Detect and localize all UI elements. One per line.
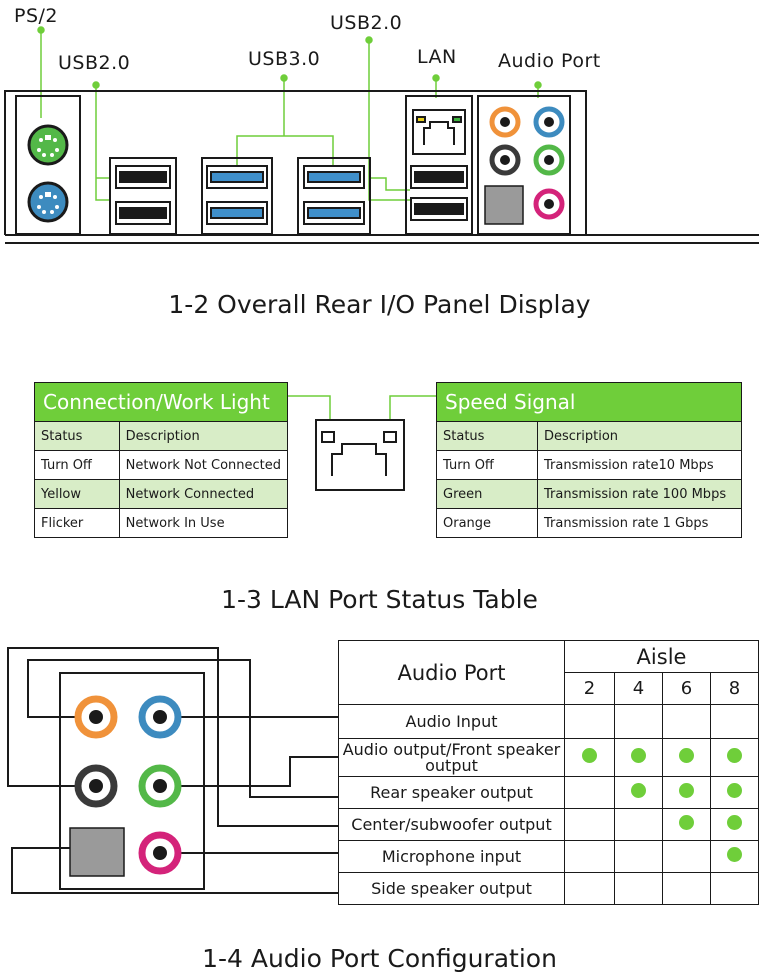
connection-header-status: Status: [34, 421, 120, 451]
speed-row-status: Orange: [436, 508, 538, 538]
speed-row-description: Transmission rate 100 Mbps: [537, 479, 742, 509]
connection-row-description: Network Not Connected: [118, 450, 289, 480]
audio-function-label: Center/subwoofer output: [338, 808, 565, 841]
channel-cell: [614, 776, 663, 809]
support-dot-icon: [631, 783, 646, 798]
connection-row-status: Turn Off: [34, 450, 120, 480]
speed-header-description: Description: [537, 421, 742, 451]
channel-cell: [710, 776, 759, 809]
speed-signal-table: Speed Signal Status Description Turn Off…: [436, 382, 742, 538]
channel-cell: [710, 704, 759, 739]
caption-1-4: 1-4 Audio Port Configuration: [202, 944, 557, 973]
speed-header-status: Status: [436, 421, 538, 451]
channel-cell: [564, 738, 615, 777]
ps2-keyboard-port: [27, 124, 69, 166]
channel-cell: [564, 776, 615, 809]
speed-row-description: Transmission rate 1 Gbps: [537, 508, 742, 538]
audio-function-label: Rear speaker output: [338, 776, 565, 809]
support-dot-icon: [679, 783, 694, 798]
support-dot-icon: [631, 748, 646, 763]
lan-port: [412, 109, 466, 155]
audio-function-label: Audio output/Front speaker output: [338, 738, 565, 777]
channel-cell: [564, 808, 615, 841]
usb3-ports: [206, 165, 365, 225]
usb2-right-ports: [410, 165, 468, 221]
channel-cell: [564, 840, 615, 873]
usb2-right-label: USB2.0: [330, 12, 403, 34]
usb2-left-ports: [115, 165, 171, 225]
channel-cell: [614, 840, 663, 873]
connection-header-description: Description: [118, 421, 289, 451]
support-dot-icon: [727, 748, 742, 763]
channel-cell: [662, 840, 711, 873]
channel-header: 8: [710, 672, 759, 705]
channel-cell: [710, 840, 759, 873]
support-dot-icon: [727, 847, 742, 862]
audio-port-label: Audio Port: [498, 50, 601, 72]
channel-header: 6: [662, 672, 711, 705]
speed-row-status: Turn Off: [436, 450, 538, 480]
audio-function-label: Microphone input: [338, 840, 565, 873]
channel-cell: [710, 738, 759, 777]
audio-jacks-panel: [484, 106, 565, 225]
usb2-left-label: USB2.0: [58, 52, 131, 74]
caption-1-3: 1-3 LAN Port Status Table: [221, 585, 538, 614]
usb3-label: USB3.0: [248, 48, 321, 70]
channel-cell: [662, 776, 711, 809]
connection-light-table: Connection/Work Light Status Description…: [34, 382, 289, 538]
channel-cell: [614, 738, 663, 777]
audio-config-row: Audio output/Front speaker output: [338, 738, 759, 777]
connection-row-description: Network Connected: [118, 479, 289, 509]
channel-cell: [614, 808, 663, 841]
channel-cell: [614, 704, 663, 739]
ps2-label: PS/2: [14, 5, 59, 27]
lan-port-large-icon: [315, 419, 405, 491]
caption-1-2: 1-2 Overall Rear I/O Panel Display: [168, 290, 591, 319]
audio-jacks-large: [69, 695, 182, 877]
channel-cell: [564, 872, 615, 905]
audio-function-label: Side speaker output: [338, 872, 565, 905]
support-dot-icon: [679, 815, 694, 830]
speed-row-description: Transmission rate10 Mbps: [537, 450, 742, 480]
channel-header: 4: [614, 672, 663, 705]
support-dot-icon: [727, 815, 742, 830]
channel-cell: [662, 872, 711, 905]
audio-config-row: Microphone input: [338, 840, 759, 873]
audio-config-row: Center/subwoofer output: [338, 808, 759, 841]
audio-config-row: Rear speaker output: [338, 776, 759, 809]
audio-config-row: Side speaker output: [338, 872, 759, 905]
support-dot-icon: [679, 748, 694, 763]
aisle-header: Aisle: [564, 640, 759, 673]
channel-cell: [564, 704, 615, 739]
connection-row-status: Flicker: [34, 508, 120, 538]
channel-cell: [710, 872, 759, 905]
lan-label: LAN: [417, 46, 457, 68]
connection-row-description: Network In Use: [118, 508, 289, 538]
ps2-mouse-port: [27, 181, 69, 223]
speed-table-title: Speed Signal: [436, 382, 742, 422]
channel-cell: [662, 808, 711, 841]
connection-table-title: Connection/Work Light: [34, 382, 288, 422]
channel-header: 2: [564, 672, 615, 705]
speed-row-status: Green: [436, 479, 538, 509]
channel-cell: [710, 808, 759, 841]
audio-config-row: Audio Input: [338, 704, 759, 739]
support-dot-icon: [727, 783, 742, 798]
channel-cell: [662, 738, 711, 777]
support-dot-icon: [582, 748, 597, 763]
audio-port-header: Audio Port: [338, 640, 565, 705]
channel-cell: [662, 704, 711, 739]
channel-cell: [614, 872, 663, 905]
audio-wiring: [7, 647, 338, 894]
audio-function-label: Audio Input: [338, 704, 565, 739]
connection-row-status: Yellow: [34, 479, 120, 509]
